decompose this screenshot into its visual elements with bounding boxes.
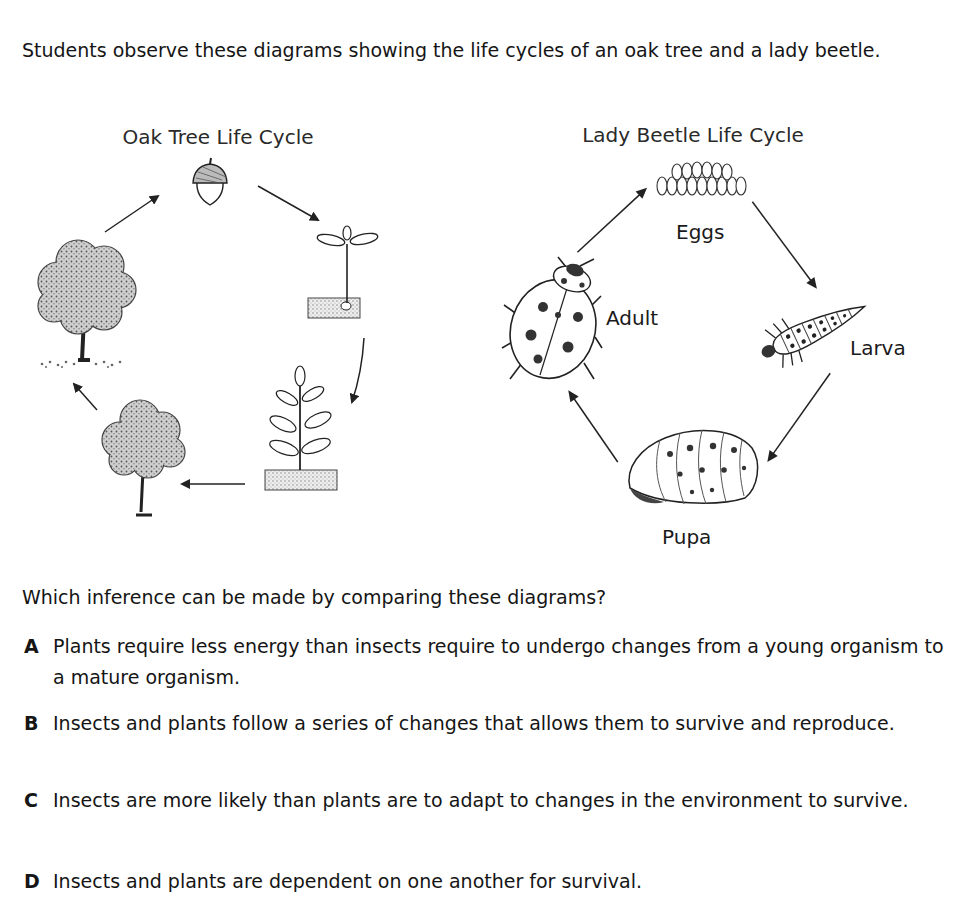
question-stem: Students observe these diagrams showing …	[22, 35, 947, 65]
life-stage: Eggs	[650, 158, 750, 248]
diagram-heading: Oak Tree Life Cycle	[68, 124, 368, 150]
stage-label: Larva	[850, 336, 906, 360]
option-text: Plants require less energy than insects …	[53, 631, 953, 693]
option-text: Insects and plants are dependent on one …	[53, 866, 953, 897]
life-stage: Adult	[498, 255, 668, 387]
option-text: Insects and plants follow a series of ch…	[53, 708, 953, 739]
arrow-head	[568, 390, 578, 402]
diagram-heading: Lady Beetle Life Cycle	[523, 122, 863, 148]
arrow-head	[636, 188, 647, 199]
seedling	[308, 226, 379, 318]
arrow-line	[773, 373, 831, 454]
stage-label: Eggs	[676, 220, 724, 244]
sapling	[265, 366, 337, 490]
cycle-arrow	[752, 202, 817, 289]
cycle-arrows	[74, 186, 364, 484]
arrow-line	[573, 398, 617, 462]
option-letter: D	[24, 866, 50, 897]
arrow-head	[767, 450, 777, 462]
stage-label: Pupa	[662, 525, 711, 549]
option-letter: A	[24, 631, 50, 662]
question-prompt: Which inference can be made by comparing…	[22, 582, 947, 612]
eggs-drawing	[650, 158, 750, 204]
mature-tree	[38, 240, 136, 368]
acorn	[193, 158, 227, 205]
cycle-arrow	[568, 390, 617, 462]
stage-label: Adult	[606, 306, 658, 330]
option-letter: B	[24, 708, 50, 739]
arrow-line	[752, 202, 811, 282]
cycle-arrow	[767, 373, 830, 462]
life-stage: Pupa	[620, 418, 765, 553]
cycle-arrow	[577, 188, 647, 253]
arrow-head	[806, 277, 817, 289]
option-letter: C	[24, 785, 50, 816]
option-text: Insects are more likely than plants are …	[53, 785, 953, 816]
pupa-drawing	[620, 418, 765, 510]
young-tree	[102, 400, 185, 515]
adult-beetle-drawing	[498, 255, 608, 387]
life-stage: Larva	[750, 292, 915, 370]
arrow-line	[577, 194, 640, 252]
